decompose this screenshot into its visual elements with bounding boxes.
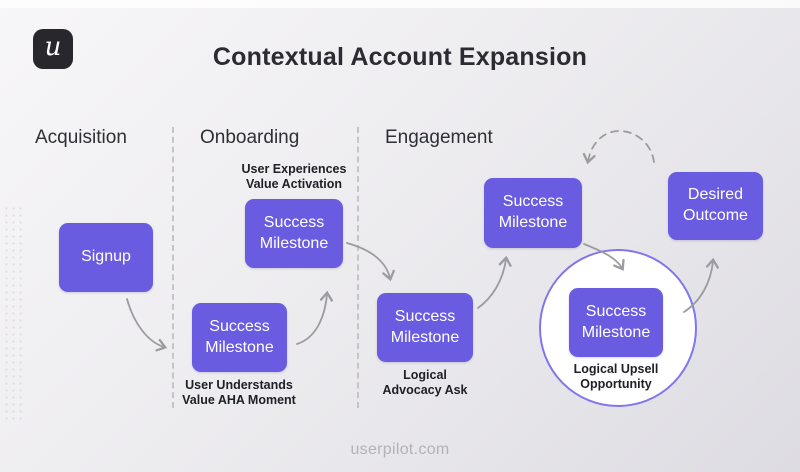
node-success-milestone-engagement: Success Milestone [484,178,582,248]
node-success-milestone-activation: Success Milestone [245,199,343,268]
dot-pattern-decoration [3,205,25,420]
arrow-advocacy-to-engagement [477,255,512,309]
annotation-value-aha-moment: User Understands Value AHA Moment [182,378,296,407]
node-signup-label: Signup [81,248,131,266]
arrow-repeat-loop-dashed [582,130,655,165]
node-label: Desired Outcome [683,186,748,224]
arrow-signup-to-milestone [126,298,168,352]
node-success-milestone-aha: Success Milestone [192,303,287,372]
node-desired-outcome: Desired Outcome [668,172,763,240]
arrow-activation-to-advocacy [346,242,395,282]
node-success-milestone-advocacy: Success Milestone [377,293,473,362]
stage-label-acquisition: Acquisition [35,127,127,148]
node-label: Success Milestone [498,193,568,231]
annotation-logical-advocacy-ask: Logical Advocacy Ask [382,368,468,397]
arrow-aha-to-activation [296,290,333,345]
node-label: Success Milestone [205,317,274,356]
watermark-userpilot: userpilot.com [350,441,450,458]
userpilot-logo: u [33,29,73,69]
stage-divider [172,127,174,408]
stage-label-engagement: Engagement [385,127,493,148]
stage-label-onboarding: Onboarding [200,127,300,148]
node-label: Success Milestone [259,213,329,252]
node-label: Success Milestone [581,302,651,341]
node-success-milestone-upsell: Success Milestone [569,288,663,357]
node-signup: Signup [59,223,153,292]
node-label: Success Milestone [390,307,460,346]
annotation-logical-upsell-opportunity: Logical Upsell Opportunity [573,362,659,391]
top-highlight-strip [0,0,800,8]
annotation-value-activation: User Experiences Value Activation [241,162,347,191]
userpilot-logo-letter: u [44,32,62,62]
page-title: Contextual Account Expansion [212,43,588,71]
